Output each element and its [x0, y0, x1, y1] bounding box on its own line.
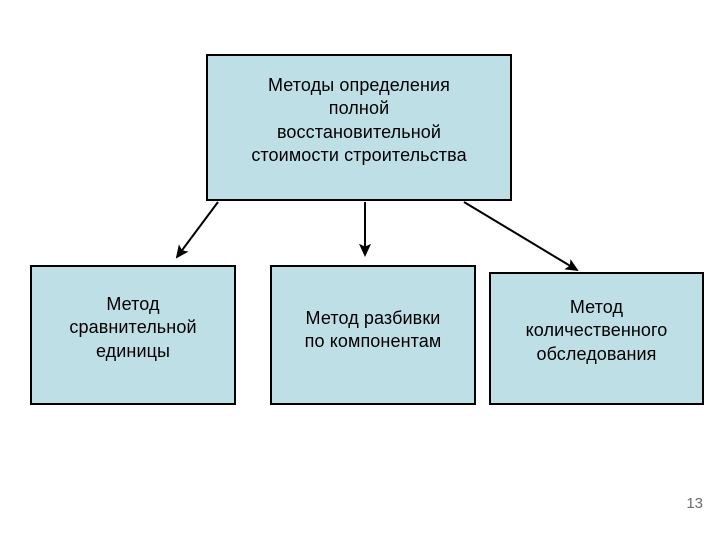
diagram-node-quantitative-survey-method-label: Метод количественного обследования — [525, 297, 668, 364]
diagram-node-root-label: Методы определения полной восстановитель… — [251, 75, 467, 166]
arrow-root-to-child-0 — [175, 201, 219, 259]
diagram-node-comparative-unit-method-label: Метод сравнительной единицы — [69, 294, 197, 361]
diagram-node-component-breakdown-method: Метод разбивки по компонентам — [270, 265, 476, 405]
diagram-node-component-breakdown-method-label: Метод разбивки по компонентам — [304, 308, 442, 352]
diagram-node-comparative-unit-method: Метод сравнительной единицы — [30, 265, 236, 405]
diagram-node-quantitative-survey-method: Метод количественного обследования — [489, 272, 704, 405]
page-number: 13 — [686, 495, 703, 512]
arrow-root-to-child-2 — [463, 201, 579, 272]
diagram-node-root: Методы определения полной восстановитель… — [206, 54, 512, 201]
